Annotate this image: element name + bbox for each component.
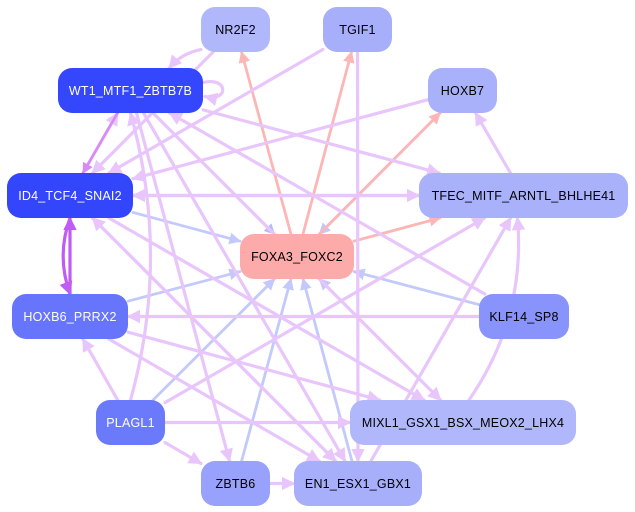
edge-id4-to-mixl1 [107,216,426,402]
edge-id4-to-hoxb6 [59,216,73,296]
node-label: PLAGL1 [106,415,155,430]
node-label: ZBTB6 [215,476,256,491]
node-label: NR2F2 [215,22,256,37]
node-id4-tcf4-snai2[interactable]: ID4_TCF4_SNAI2 [7,173,133,218]
edge-foxa3-to-tfec [352,215,442,243]
edge-hoxb6-to-mixl1 [126,330,382,404]
node-hoxb6-prrx2[interactable]: HOXB6_PRRX2 [12,294,128,339]
node-label: KLF14_SP8 [489,309,559,324]
edge-tfec-to-hoxb7 [473,111,513,175]
edge-wt1-to-zbtb6 [134,111,233,463]
node-wt1-mtf1-zbtb7b[interactable]: WT1_MTF1_ZBTB7B [58,68,203,113]
edge-plagl1-to-wt1 [127,111,153,402]
edge-en1-to-id4 [90,216,338,463]
node-tgif1[interactable]: TGIF1 [323,7,392,52]
node-en1-esx1-gbx1[interactable]: EN1_ESX1_GBX1 [294,461,422,506]
node-hoxb7[interactable]: HOXB7 [428,68,497,113]
node-zbtb6[interactable]: ZBTB6 [201,461,270,506]
node-plagl1[interactable]: PLAGL1 [96,400,165,445]
node-klf14-sp8[interactable]: KLF14_SP8 [479,294,569,339]
node-label: MIXL1_GSX1_BSX_MEOX2_LHX4 [361,415,565,430]
edge-plagl1-to-zbtb6 [163,440,203,466]
edge-nr2f2-to-wt1 [167,47,203,70]
node-label: FOXA3_FOXC2 [251,249,343,264]
node-label: HOXB7 [440,83,485,98]
edge-wt1-to-wt1 [201,80,225,106]
node-tfec-mitf-arntl-bhlhe41[interactable]: TFEC_MITF_ARNTL_BHLHE41 [419,173,628,218]
node-mixl1-gsx1-bsx-meox2-lhx4[interactable]: MIXL1_GSX1_BSX_MEOX2_LHX4 [350,400,576,445]
node-label: ID4_TCF4_SNAI2 [18,188,122,203]
node-label: HOXB6_PRRX2 [23,309,117,324]
edge-id4-to-foxa3 [131,211,242,245]
node-label: TFEC_MITF_ARNTL_BHLHE41 [431,188,616,203]
node-label: EN1_ESX1_GBX1 [304,476,412,491]
edge-klf14-to-wt1 [168,111,487,296]
edge-plagl1-to-tfec [163,216,487,405]
edge-plagl1-to-hoxb6 [81,337,120,402]
edge-hoxb6-to-en1 [107,337,321,463]
edge-klf14-to-foxa3 [352,268,481,307]
node-nr2f2[interactable]: NR2F2 [201,7,270,52]
edge-en1-to-foxa3 [300,277,354,463]
edge-hoxb7-to-id4 [131,98,430,183]
edge-wt1-to-tfec [201,108,441,177]
edge-foxa3-to-hoxb7 [318,111,442,236]
node-label: TGIF1 [339,22,376,37]
edge-wt1-to-en1 [141,111,347,463]
node-label: WT1_MTF1_ZBTB7B [68,83,193,98]
edge-wt1-to-id4 [81,111,119,175]
edge-tgif1-to-id4 [107,47,325,175]
node-foxa3-foxc2[interactable]: FOXA3_FOXC2 [240,234,354,279]
